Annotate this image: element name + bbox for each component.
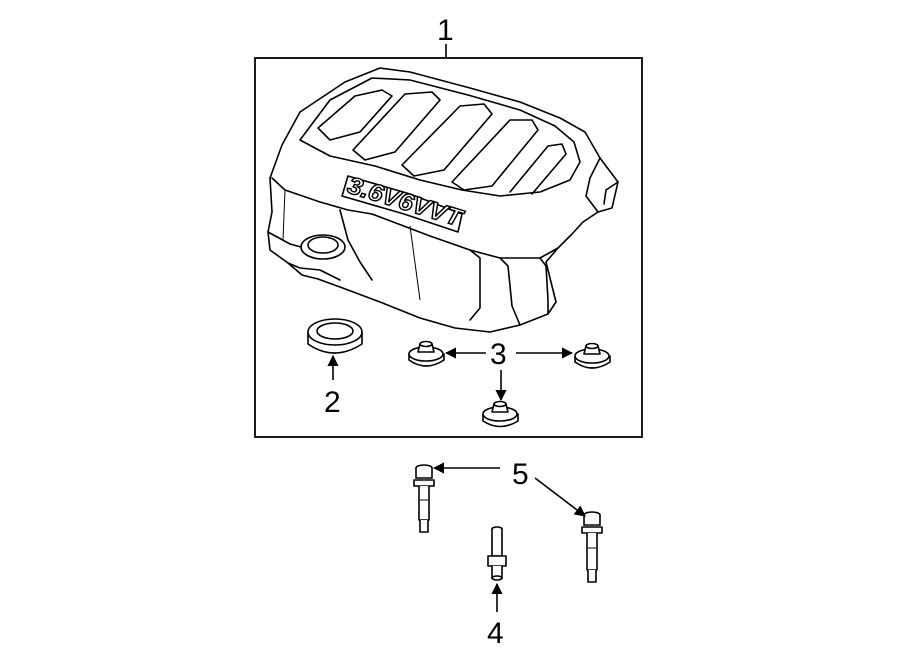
callout-5-leader-right — [534, 477, 586, 517]
callout-3: 3 — [490, 338, 507, 371]
insulator-left — [408, 340, 445, 367]
callout-1: 1 — [437, 14, 454, 47]
stud-right — [581, 511, 603, 583]
callout-5: 5 — [512, 458, 529, 491]
callout-4: 4 — [487, 617, 504, 650]
stud-left — [413, 464, 435, 533]
callout-2: 2 — [324, 386, 341, 419]
insulator-right — [574, 342, 611, 369]
assembly-frame — [254, 57, 643, 438]
insulator-bottom — [482, 400, 519, 428]
grommet-ring — [307, 318, 363, 354]
cover-badge-plate — [341, 175, 463, 233]
bolt — [487, 526, 507, 581]
engine-cover: 3.6V6VVT — [267, 67, 619, 333]
